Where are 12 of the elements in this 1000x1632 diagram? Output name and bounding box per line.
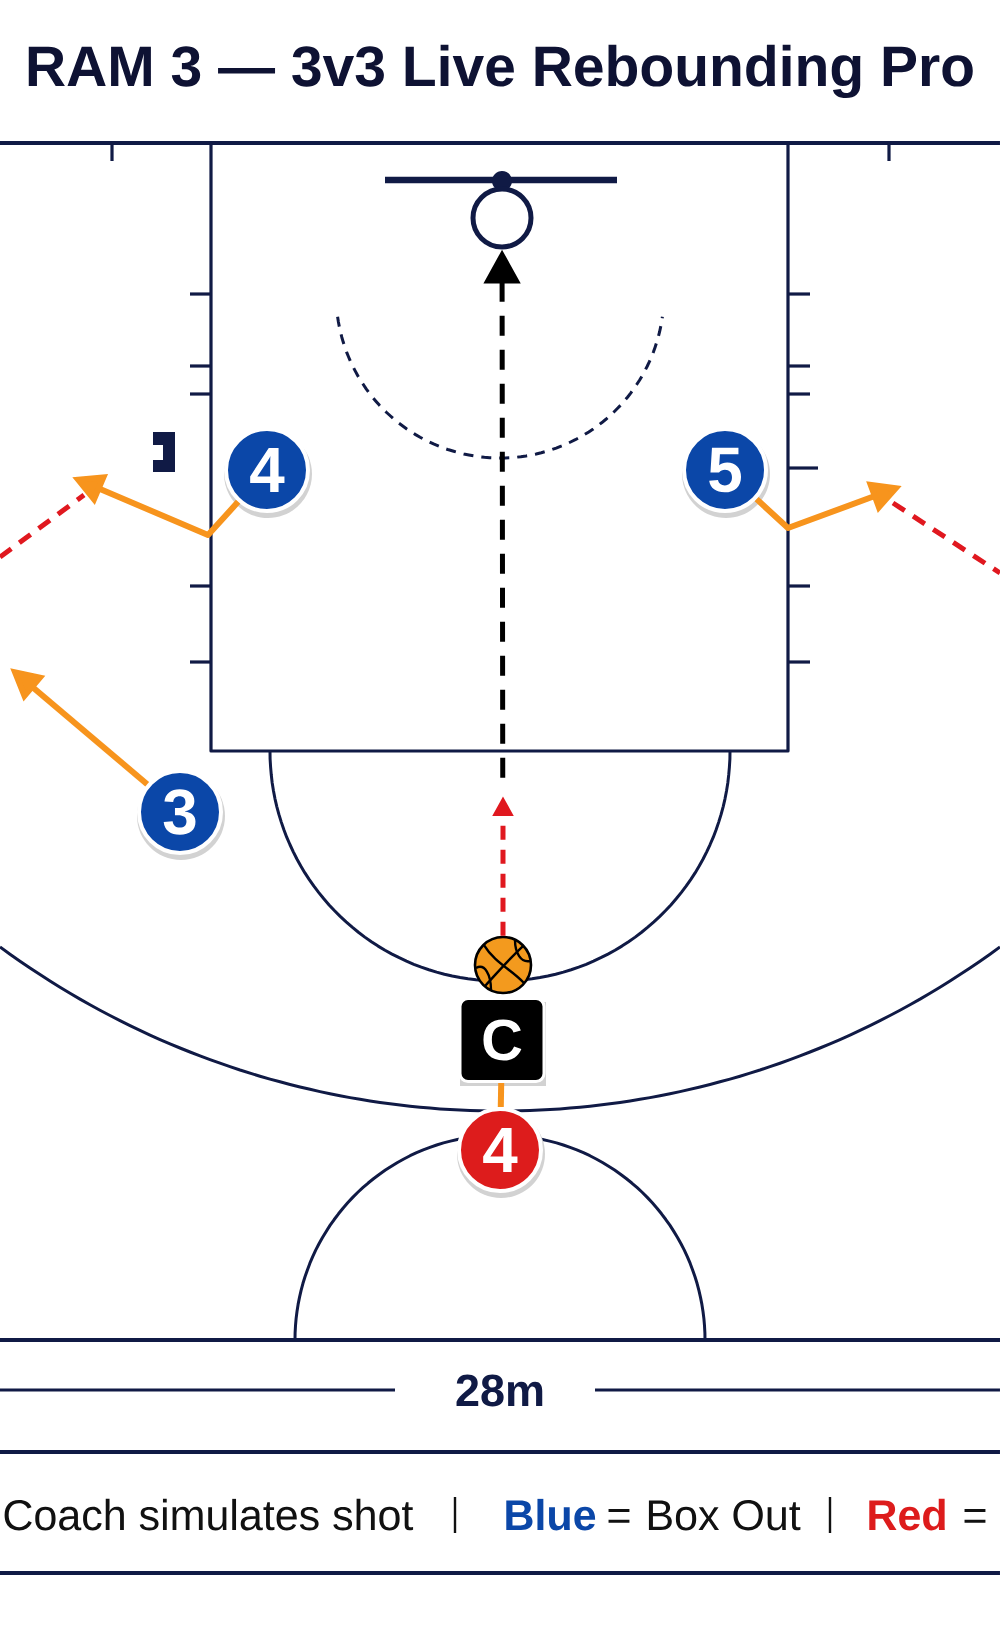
legend-text: Red	[869, 1498, 945, 1531]
legend-text: Box Out	[648, 1500, 801, 1531]
connector-line	[497, 1082, 505, 1108]
legend-text: Coach simulates shot	[4, 1498, 414, 1531]
coach-box: C	[458, 997, 546, 1086]
legend-text: Blue	[506, 1498, 596, 1531]
dimension-label: 28m	[456, 1374, 543, 1407]
hoop-ring	[470, 186, 534, 250]
legend-text: =	[608, 1508, 630, 1523]
legend-text: =	[964, 1508, 986, 1523]
basketball-icon	[473, 935, 533, 995]
title: RAM 3 — 3v3 Live Rebounding Pro	[28, 44, 973, 99]
